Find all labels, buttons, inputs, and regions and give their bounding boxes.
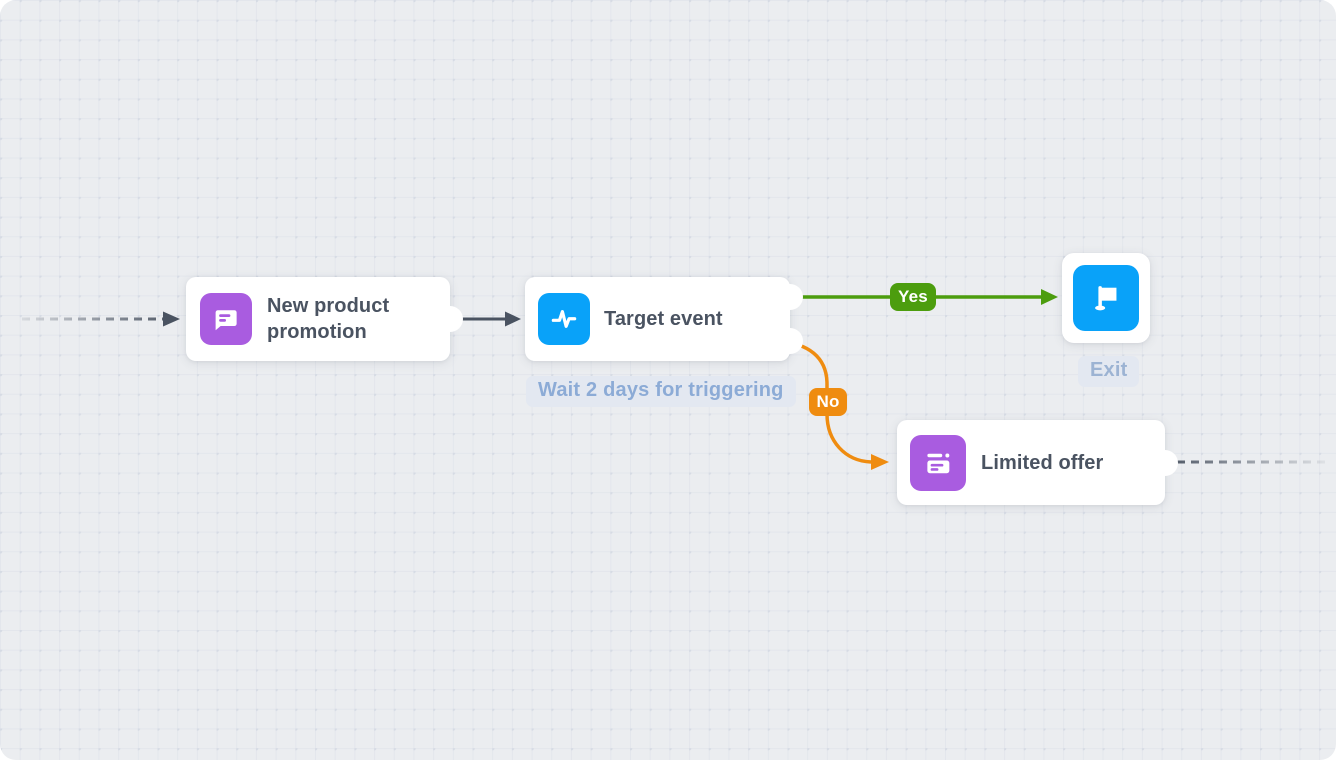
node-exit[interactable]	[1062, 253, 1150, 343]
node-limited-offer[interactable]: Limited offer	[897, 420, 1178, 505]
arrowhead-icon	[871, 454, 889, 470]
node-new-product-promotion[interactable]: New product promotion	[186, 277, 463, 361]
node-title: Target event	[604, 308, 723, 330]
exit-label: Exit	[1078, 356, 1140, 387]
banner-offer-icon	[910, 434, 966, 491]
output-port[interactable]	[1152, 449, 1178, 476]
output-port[interactable]	[437, 306, 463, 332]
edge-label-no[interactable]: No	[809, 388, 847, 416]
chat-message-icon	[200, 293, 252, 345]
output-port-yes[interactable]	[777, 284, 803, 310]
node-target-event[interactable]: Target event	[525, 277, 803, 361]
node-title: Limited offer	[981, 451, 1104, 474]
pulse-activity-icon	[538, 293, 590, 345]
arrowhead-icon	[505, 311, 521, 327]
edge-label-yes[interactable]: Yes	[890, 283, 936, 311]
node-title: New product promotion	[267, 295, 390, 343]
arrowhead-icon	[163, 311, 180, 327]
wait-note-label: Wait 2 days for triggering	[526, 376, 796, 407]
arrowhead-icon	[1041, 289, 1058, 305]
flag-icon	[1073, 265, 1139, 331]
output-port-no[interactable]	[777, 328, 803, 354]
edge-start-dashed	[22, 311, 180, 327]
